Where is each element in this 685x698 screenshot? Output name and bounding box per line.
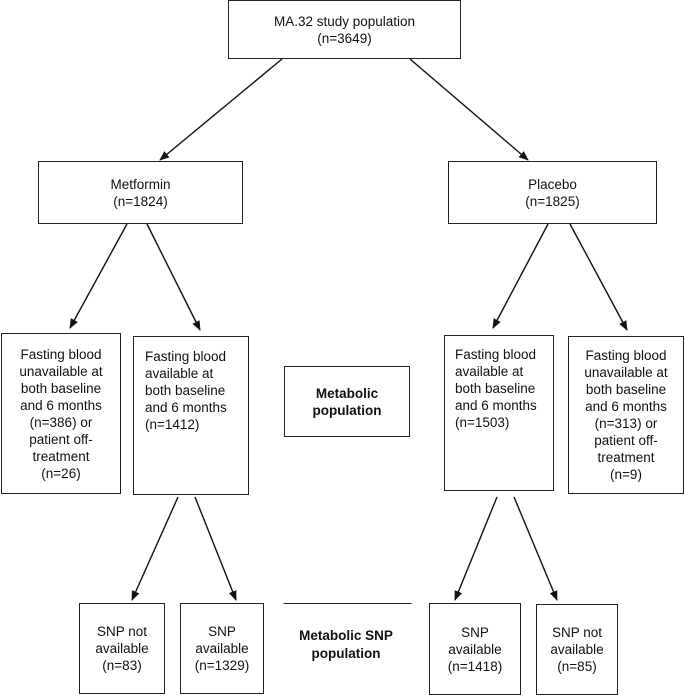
box-line: and 6 months: [145, 400, 227, 415]
metformin-line: (n=1824): [113, 193, 168, 209]
box-line: (n=26): [41, 465, 81, 481]
box-line: available: [95, 641, 149, 656]
box-line: and 6 months: [20, 397, 102, 413]
box-line: treatment: [32, 448, 90, 464]
box-line: (n=386) or: [29, 414, 93, 430]
box-line: (n=1503): [455, 415, 510, 430]
box-line: (n=9): [610, 467, 642, 482]
box-line: Fasting blood: [20, 346, 102, 362]
box-line: treatment: [597, 450, 655, 465]
arrow-met-available-to-snp-available: [194, 496, 237, 601]
box-line: available at: [145, 366, 214, 381]
box-line: available: [195, 641, 249, 656]
arrow-root-to-placebo: [409, 58, 529, 161]
box-line: (n=1412): [145, 417, 200, 432]
label-line: population: [311, 646, 381, 661]
box-line: patient off-: [594, 433, 658, 448]
label-line: Metabolic SNP: [299, 628, 393, 643]
box-line: available at: [455, 364, 524, 379]
placebo-line: (n=1825): [525, 193, 580, 209]
box-line: Fasting blood: [585, 348, 667, 363]
arrow-root-to-metformin: [159, 58, 283, 161]
box-line: both baseline: [585, 382, 667, 397]
arrow-metformin-to-available: [146, 223, 201, 331]
placebo-line: Placebo: [528, 176, 577, 192]
box-line: (n=85): [557, 659, 597, 674]
box-line: patient off-: [29, 431, 93, 447]
box-line: Fasting blood: [455, 347, 537, 362]
placebo-fasting-available-box: Fasting blood available at both baseline…: [444, 335, 554, 491]
metabolic-population-label: Metabolic population: [284, 366, 410, 437]
placebo-snp-available-box: SNP available (n=1418): [429, 603, 521, 695]
box-line: and 6 months: [585, 399, 667, 414]
metabolic-snp-population-label: Metabolic SNP population: [278, 622, 414, 668]
box-line: SNP: [461, 624, 489, 640]
placebo-arm-box: Placebo (n=1825): [448, 161, 657, 224]
metformin-fasting-unavailable-box: Fasting blood unavailable at both baseli…: [1, 333, 121, 494]
box-line: SNP not: [551, 625, 603, 640]
box-line: (n=1418): [447, 658, 503, 674]
box-line: and 6 months: [455, 398, 537, 413]
arrow-pla-available-to-snp-not: [513, 496, 558, 601]
box-line: both baseline: [455, 381, 536, 396]
box-line: available: [448, 641, 502, 657]
metformin-fasting-available-box: Fasting blood available at both baseline…: [133, 336, 249, 495]
arrow-placebo-to-unavailable: [569, 223, 628, 331]
placebo-snp-not-available-box: SNP not available (n=85): [536, 604, 618, 695]
box-line: unavailable at: [584, 365, 668, 380]
box-line: (n=1329): [194, 658, 250, 673]
arrow-pla-available-to-snp-available: [454, 496, 498, 601]
box-line: (n=83): [102, 658, 142, 673]
box-line: SNP: [208, 624, 236, 639]
box-line: Fasting blood: [145, 349, 227, 364]
label-line: population: [312, 402, 382, 418]
metabolic-snp-label-frame: [283, 603, 412, 693]
box-line: both baseline: [145, 383, 226, 398]
metformin-snp-available-box: SNP available (n=1329): [180, 603, 264, 694]
root-line: (n=3649): [317, 30, 372, 46]
placebo-fasting-unavailable-box: Fasting blood unavailable at both baseli…: [568, 336, 684, 494]
metformin-snp-not-available-box: SNP not available (n=83): [79, 603, 165, 694]
metformin-line: Metformin: [110, 176, 171, 192]
label-line: Metabolic: [315, 385, 379, 401]
metformin-arm-box: Metformin (n=1824): [38, 161, 243, 224]
box-line: (n=313) or: [594, 416, 658, 431]
box-line: available: [550, 642, 604, 657]
arrow-met-available-to-snp-not: [131, 496, 179, 601]
arrow-placebo-to-available: [492, 223, 549, 329]
box-line: SNP not: [96, 624, 148, 639]
root-line: MA.32 study population: [273, 13, 416, 29]
box-line: both baseline: [20, 380, 102, 396]
arrow-metformin-to-unavailable: [69, 223, 128, 329]
root-study-population-box: MA.32 study population (n=3649): [228, 0, 461, 59]
box-line: unavailable at: [19, 363, 103, 379]
